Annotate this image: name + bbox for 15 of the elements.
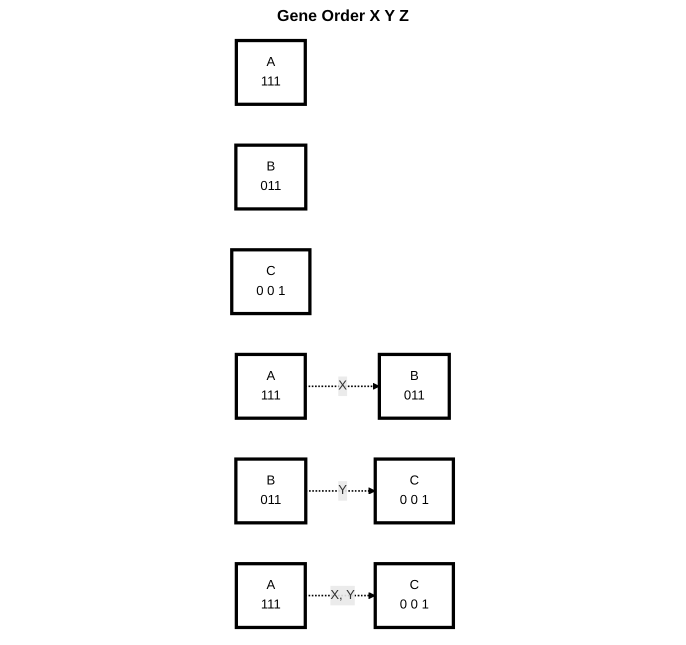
edge-label: X [338,378,348,393]
arrow [306,382,380,390]
node-box: A 111 [235,38,308,106]
node-box: C 0 0 1 [374,562,456,630]
edge-label: Y [338,484,348,498]
node-box: C 0 0 1 [230,248,312,316]
node-box: B 011 [378,352,452,420]
node-box: B 011 [234,457,308,524]
node-box: C 0 0 1 [374,457,456,524]
arrow [306,487,376,495]
node-box: B 011 [234,144,308,211]
edge-label: X, Y [330,588,356,602]
diagram-title: Gene Order X Y Z [276,7,410,27]
node-box: A 111 [235,562,308,630]
node-box: A 111 [235,352,308,420]
